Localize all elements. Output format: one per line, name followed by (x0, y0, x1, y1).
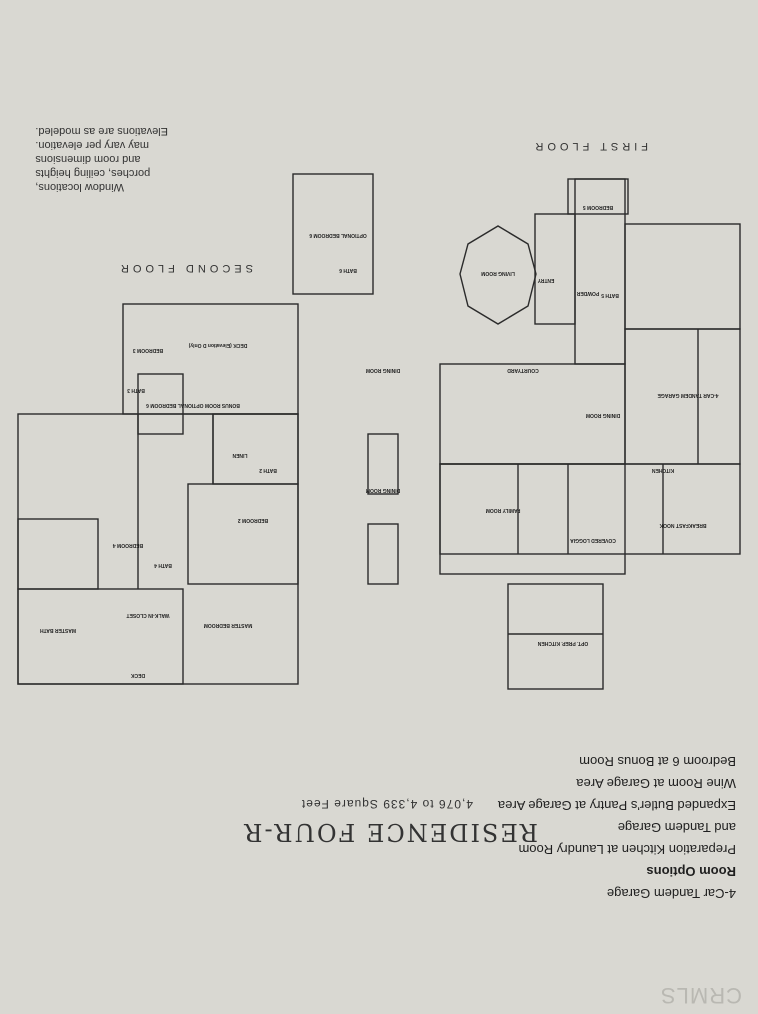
room-label: BONUS ROOM OPTIONAL BEDROOM 6 (146, 402, 240, 408)
room-label: OPTIONAL BEDROOM 6 (309, 232, 367, 238)
room-label: MASTER BEDROOM (204, 622, 253, 628)
room-label: BEDROOM 3 (133, 347, 164, 353)
room-label: DECK (Elevation D Only) (188, 342, 247, 348)
room-label: WALK-IN CLOSET (126, 612, 169, 618)
room-label: COVERED LOGGIA (570, 537, 616, 543)
room-label: BREAKFAST NOOK (659, 522, 706, 528)
room-label: FAMILY ROOM (486, 507, 521, 513)
room-label: DECK (131, 672, 146, 678)
room-label: KITCHEN (652, 467, 675, 473)
room-label: COURTYARD (507, 367, 539, 373)
room-label: BATH 6 (339, 267, 357, 273)
room-label: POWDER (576, 290, 599, 296)
room-label: DINING ROOM (586, 412, 620, 418)
room-label: BATH 4 (154, 562, 172, 568)
room-label: OPT. PREP. KITCHEN (537, 640, 588, 646)
room-label: DINING ROOM (366, 367, 400, 373)
room-label: LIVING ROOM (481, 270, 515, 276)
first-floor-labels: 4-CAR TANDEM GARAGE LIVING ROOM BEDROOM … (481, 204, 718, 646)
room-label: BEDROOM 2 (238, 517, 269, 523)
room-label: BATH 3 (127, 387, 145, 393)
room-label: MASTER BATH (40, 627, 76, 633)
room-label: BEDROOM 5 (583, 204, 614, 210)
room-label: ENTRY (537, 277, 554, 283)
second-floor-plan (17, 173, 399, 685)
room-label: 4-CAR TANDEM GARAGE (657, 392, 719, 398)
first-floor-plan (439, 178, 741, 690)
room-label: DINING ROOM (366, 487, 400, 493)
room-label: LINEN (232, 452, 247, 458)
room-label: BATH 2 (259, 467, 277, 473)
room-label: BATH 5 (601, 292, 619, 298)
second-floor-labels: OPTIONAL BEDROOM 6 BATH 6 BEDROOM 3 DECK… (40, 232, 401, 678)
room-label: BEDROOM 4 (113, 542, 144, 548)
